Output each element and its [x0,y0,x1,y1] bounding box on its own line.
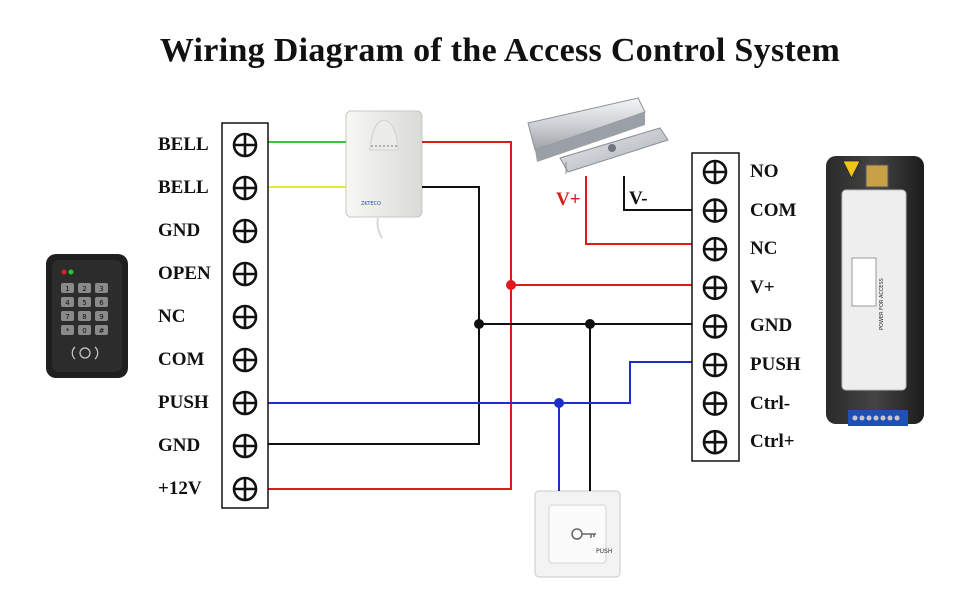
keypad-key-label: 5 [82,299,86,307]
right-terminal-label: NO [750,161,779,182]
keypad-key [61,311,74,321]
right-terminal-screw-icon [702,275,728,301]
keypad-key-label: 4 [65,299,70,307]
left-terminal-label: GND [158,435,201,456]
keypad-key [95,325,108,335]
keypad-key-label: 0 [82,327,86,335]
lock-vplus-label: V+ [556,189,581,210]
keypad-key-label: 9 [99,313,103,321]
right-terminal-label: GND [750,315,793,337]
wire-lock-vplus [585,176,692,245]
right-terminal-screws [702,159,728,455]
exit-button-text: PUSH [596,548,612,555]
left-terminal-screw-icon [232,433,258,459]
wire-push-blue [268,361,692,404]
left-terminal-label: BELL [158,177,209,198]
junction-red [506,280,516,290]
right-terminal-screw-icon [702,314,728,339]
left-terminal-screws [232,132,258,502]
keypad-key [61,297,74,307]
keypad-key-label: * [66,327,70,335]
keypad-key [61,325,74,335]
keypad-key [61,283,74,293]
right-terminal-screw-icon [702,236,728,262]
right-terminal-screw-icon [702,198,728,223]
keypad-key-label: 6 [99,299,104,307]
right-terminal-label: COM [750,199,797,221]
keypad-keys: 1 2 3 4 5 6 7 8 9 * 0 # [61,283,108,335]
magnetic-lock [527,97,669,174]
doorbell-brand: ZKTECO [361,201,381,207]
left-terminal-label: NC [158,306,186,327]
keypad-key [95,297,108,307]
junctions [474,280,595,408]
lock-vminus-label: V- [629,188,648,209]
left-terminal-screw-icon [232,132,258,158]
keypad-key-label: # [99,327,105,335]
left-terminal-screw-icon [232,390,258,416]
keypad-key [95,283,108,293]
left-terminal-label: +12V [158,478,202,499]
psu-label: POWER FOR ACCESS [879,278,885,330]
right-terminal-screw-icon [702,429,728,455]
keypad-key-label: 2 [82,285,86,293]
keypad-key [78,283,91,293]
keypad-key [78,311,91,321]
right-terminal-label: PUSH [750,354,801,375]
keypad-key-label: 8 [82,313,86,321]
junction-black-1 [474,319,484,329]
right-terminal-screw-icon [702,391,728,416]
keypad-key-label: 7 [65,313,69,321]
power-supply: POWER FOR ACCESS [826,156,924,426]
junction-blue [554,398,564,408]
rfid-icon [71,346,99,360]
exit-push-button: PUSH [534,490,621,578]
right-terminal-screw-icon [702,352,728,378]
wire-12v-red [268,141,512,490]
status-led-red [61,269,67,275]
left-terminal-screw-icon [232,261,258,287]
left-terminal-screw-icon [232,304,258,330]
key-icon [571,528,596,540]
keypad-key-label: 1 [65,285,69,293]
right-terminal-label: NC [750,238,778,260]
junction-black-2 [585,319,595,329]
left-terminal-label: COM [158,349,205,370]
keypad-key [78,297,91,307]
warning-icon [842,160,861,179]
right-terminal-label: Ctrl- [750,392,791,414]
doorbell: ZKTECO [345,110,423,239]
keypad-key [95,311,108,321]
left-terminal-label: OPEN [158,263,211,284]
keypad-key [78,325,91,335]
wire-lock-vminus [623,176,692,211]
left-terminal-screw-icon [232,218,258,244]
status-led-green [68,269,74,275]
left-terminal-label: BELL [158,134,209,155]
right-terminal-label: Ctrl+ [750,431,795,453]
left-terminal-screw-icon [232,347,258,373]
wire-gnd-black [268,186,480,445]
right-terminal-screw-icon [702,159,728,185]
right-terminal-label: V+ [750,276,775,298]
left-terminal-label: PUSH [158,392,209,413]
diagram-title: Wiring Diagram of the Access Control Sys… [159,32,841,69]
keypad-reader: 1 2 3 4 5 6 7 8 9 * 0 # [46,254,128,378]
keypad-key-label: 3 [99,285,103,293]
left-terminal-label: GND [158,220,201,241]
left-terminal-screw-icon [232,175,258,201]
left-terminal-screw-icon [232,476,258,502]
